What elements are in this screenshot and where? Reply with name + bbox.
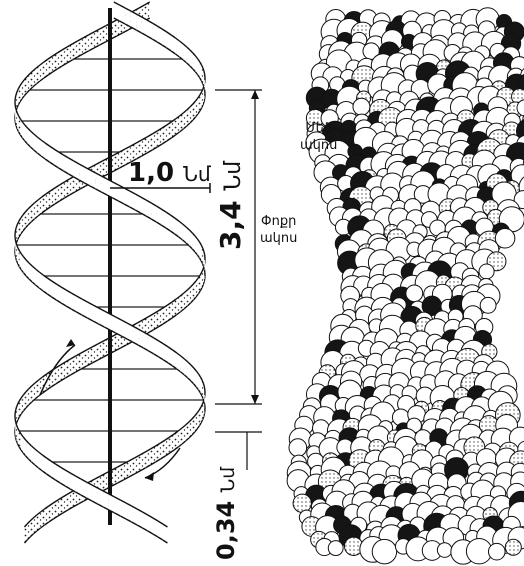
strand-edge: [204, 71, 205, 74]
strand-edge: [16, 407, 17, 410]
rise-label: 0,34 Նմ: [212, 467, 240, 560]
atom-sphere: [437, 543, 452, 558]
atom-sphere: [372, 539, 396, 563]
strand-edge: [16, 92, 17, 95]
strand-edge: [15, 239, 16, 242]
strand-edge: [15, 95, 16, 98]
major-groove-label: Մեծ ակոս: [300, 120, 337, 154]
atom-sphere: [406, 285, 423, 302]
strand-edge: [203, 68, 204, 71]
pitch-label: 3,4 Նմ: [214, 161, 247, 250]
atom-sphere: [328, 541, 343, 556]
strand-edge: [15, 255, 16, 258]
strand-edge: [203, 102, 204, 105]
atom-sphere: [353, 98, 370, 115]
strand-edge: [204, 386, 205, 389]
strand-edge: [204, 279, 205, 282]
space-filling-model: [287, 8, 524, 564]
atom-sphere: [293, 494, 311, 512]
strand-edge: [15, 123, 16, 126]
atom-sphere: [480, 297, 496, 313]
strand-edge: [203, 399, 204, 402]
strand-edge: [204, 87, 205, 90]
strand-edge: [15, 107, 16, 110]
strand-edge: [203, 282, 204, 285]
strand-edge: [203, 383, 204, 386]
strand-edge: [16, 258, 17, 261]
strand-edge: [15, 410, 16, 413]
strand-edge: [16, 242, 17, 245]
atom-sphere: [488, 543, 505, 560]
strand-edge: [204, 414, 205, 417]
strand-edge: [204, 251, 205, 254]
strand-edge: [16, 227, 17, 230]
strand-edge: [204, 267, 205, 270]
strand-edge: [16, 422, 17, 425]
strand-edge: [204, 99, 205, 102]
strand-edge: [204, 402, 205, 405]
strand-edge: [15, 419, 16, 422]
diameter-label: 1,0 Նմ: [128, 158, 211, 188]
dimension-pitch: [215, 90, 262, 470]
atom-sphere: [289, 439, 307, 457]
strand-edge: [203, 84, 204, 87]
atom-sphere: [479, 264, 494, 279]
strand-edge: [15, 435, 16, 438]
strand-edge: [16, 438, 17, 441]
minor-groove-label: Փոքր ակոս: [260, 213, 297, 247]
atom-sphere: [505, 539, 521, 555]
